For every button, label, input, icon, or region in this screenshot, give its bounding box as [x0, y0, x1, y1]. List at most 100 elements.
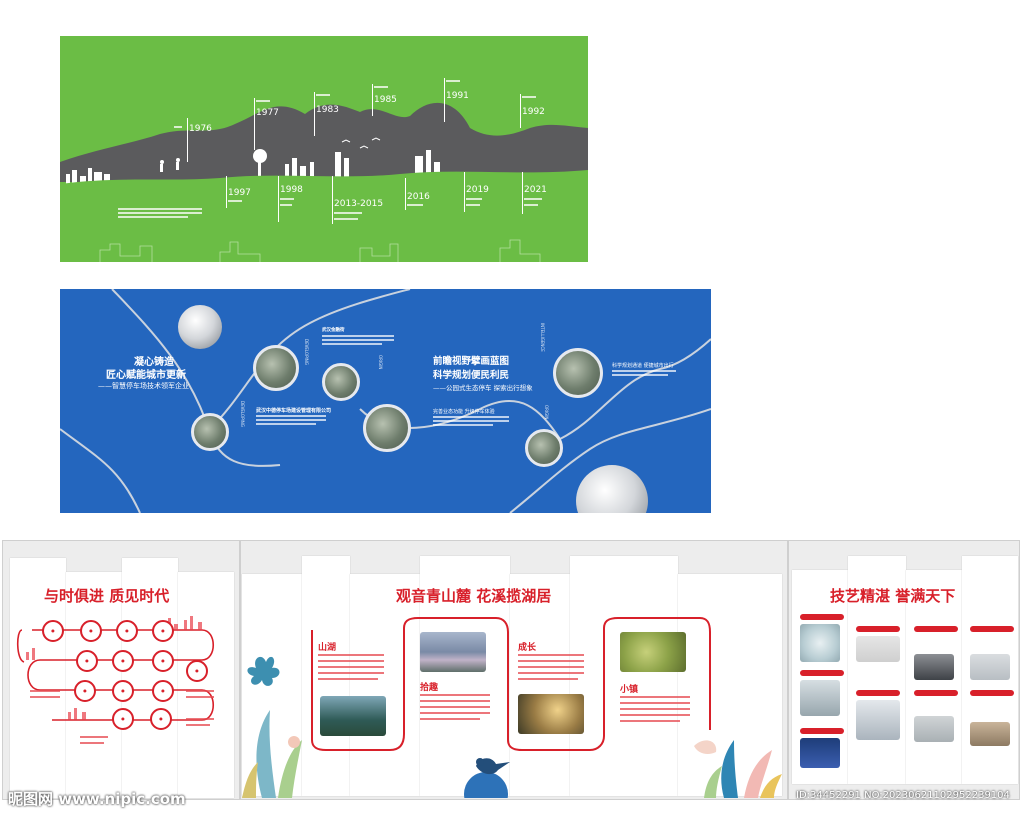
- left-timeline-path: [16, 616, 215, 721]
- vertical-deco-text: INTELLIGENCE: [540, 323, 545, 352]
- headline-line2: 匠心赋能城市更新: [106, 370, 186, 381]
- text-stub: [334, 212, 362, 214]
- text-stub: [186, 690, 214, 692]
- text-stub: [334, 218, 358, 220]
- text-stub: [322, 343, 382, 345]
- text-stub: [256, 423, 316, 425]
- timeline-circle: ●: [186, 660, 208, 682]
- bird-on-globe-decoration: [464, 758, 510, 798]
- timeline-circle: ●: [152, 650, 174, 672]
- board-panel: [510, 574, 570, 796]
- year-1977: 1977: [256, 108, 279, 118]
- text-stub: [318, 672, 384, 674]
- year-2016: 2016: [407, 192, 430, 202]
- text-stub: [318, 678, 378, 680]
- text-stub: [80, 742, 104, 744]
- board-panel: [10, 558, 66, 798]
- photo-circle-4: [191, 413, 229, 451]
- text-stub: [322, 339, 394, 341]
- text-stub: [322, 335, 394, 337]
- vision-line1: 前瞻视野擘画蓝图: [433, 356, 510, 367]
- gallery-photo: [856, 700, 900, 740]
- board-panel: [848, 556, 906, 784]
- text-stub: [174, 126, 182, 128]
- text-stub: [228, 200, 242, 202]
- timeline-marker-1991: [444, 78, 445, 122]
- watermark-site: 昵图网 www.nipic.com: [8, 790, 186, 808]
- text-stub: [256, 100, 270, 102]
- timeline-marker-2019: [464, 172, 465, 212]
- red-tag: [970, 626, 1014, 632]
- vision-line3: ——公园式生态停车 探索出行想象: [433, 384, 533, 392]
- text-stub: [420, 718, 480, 720]
- right-label: 科学规划通道 便捷城市出行: [612, 363, 674, 369]
- timeline-marker-1997: [226, 176, 227, 208]
- gallery-photo: [970, 722, 1010, 746]
- text-stub: [256, 419, 326, 421]
- service-label: 完善业态功能 升级停车体验: [433, 409, 495, 415]
- headline-line3: ——智慧停车场技术领军企业: [98, 382, 189, 390]
- text-stub: [518, 672, 584, 674]
- center-label: 武汉金融街: [322, 328, 345, 333]
- photo-circle-2: [322, 363, 360, 401]
- text-stub: [433, 424, 493, 426]
- text-stub: [374, 86, 388, 88]
- timeline-circle: ●: [116, 620, 138, 642]
- red-tag: [914, 626, 958, 632]
- text-stub: [280, 204, 292, 206]
- vertical-deco-text: DEVELOPING: [240, 401, 245, 427]
- red-tag: [914, 690, 958, 696]
- section-shanhu: 山湖: [318, 643, 337, 653]
- photo-circle-6: [525, 429, 563, 467]
- photo-circle-3: [363, 404, 411, 452]
- red-tag: [800, 670, 844, 676]
- text-stub: [524, 198, 542, 200]
- timeline-marker-1998: [278, 176, 279, 222]
- vision-line2: 科学规划便民利民: [433, 370, 510, 381]
- left-plant-decoration: [242, 656, 302, 798]
- red-tag: [800, 614, 844, 620]
- text-stub: [318, 660, 384, 662]
- greenery-photo: [620, 632, 686, 672]
- text-stub: [280, 198, 294, 200]
- timeline-circle: ●: [42, 620, 64, 642]
- text-stub: [420, 700, 490, 702]
- text-stub: [446, 80, 460, 82]
- timeline-marker-1983: [314, 92, 315, 136]
- text-stub: [318, 666, 384, 668]
- watermark-id: ID:34452291 NO:20230621102952239104: [796, 790, 1010, 801]
- text-stub: [518, 678, 578, 680]
- gallery-photo: [800, 680, 840, 716]
- blue-panel: 凝心铸造 匠心赋能城市更新 ——智慧停车场技术领军企业 武汉金融街 武汉中德停车…: [60, 289, 711, 513]
- vertical-deco-text: ORIGIN: [544, 405, 549, 420]
- board-panel: [178, 572, 234, 798]
- timeline-marker-1976: [187, 118, 188, 162]
- gallery-photo: [800, 738, 840, 768]
- year-1991: 1991: [446, 91, 469, 101]
- text-stub: [186, 724, 210, 726]
- timeline-circle: ●: [112, 650, 134, 672]
- intro-text-line: [118, 212, 202, 214]
- gallery-photo: [970, 654, 1010, 680]
- year-1997: 1997: [228, 188, 251, 198]
- text-stub: [524, 204, 538, 206]
- text-stub: [318, 654, 384, 656]
- text-stub: [466, 198, 482, 200]
- text-stub: [518, 660, 584, 662]
- text-stub: [30, 690, 60, 692]
- red-tag: [856, 626, 900, 632]
- year-2019: 2019: [466, 185, 489, 195]
- red-tag: [800, 728, 844, 734]
- text-stub: [620, 720, 680, 722]
- text-stub: [420, 706, 490, 708]
- gallery-photo: [914, 716, 954, 742]
- timeline-marker-2013-2015: [332, 176, 333, 224]
- year-1976: 1976: [189, 124, 212, 134]
- text-stub: [30, 696, 60, 698]
- text-stub: [518, 666, 584, 668]
- text-stub: [420, 712, 490, 714]
- right-plant-decoration: [694, 740, 782, 798]
- year-1992: 1992: [522, 107, 545, 117]
- timeline-marker-1985: [372, 84, 373, 116]
- headline-line1: 凝心铸造: [134, 357, 174, 368]
